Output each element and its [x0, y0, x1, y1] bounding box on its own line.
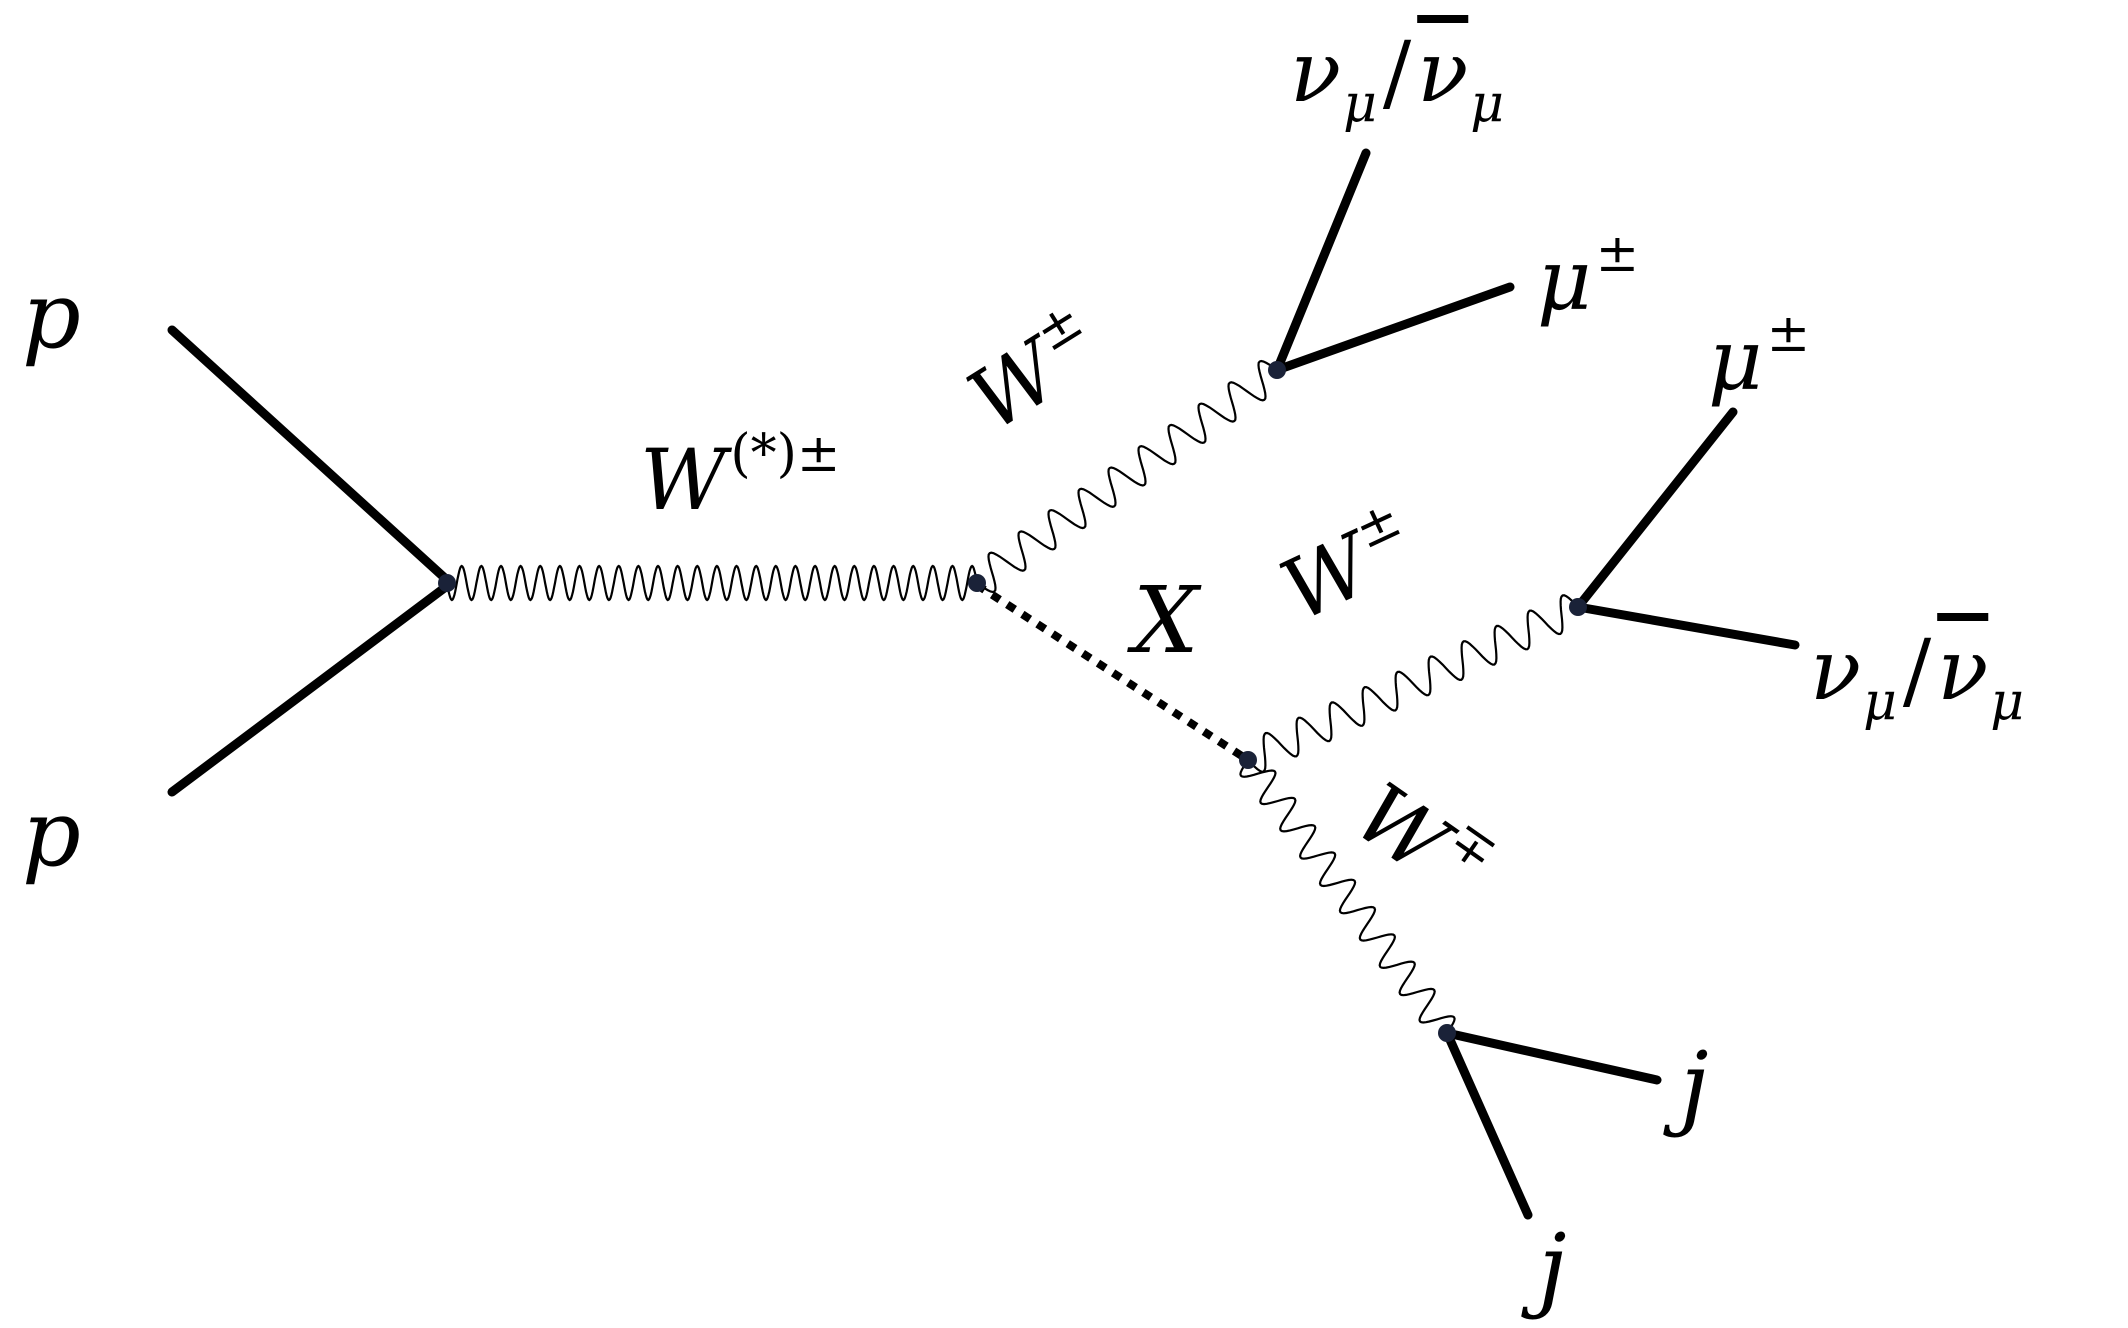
neutrino-label-upper: νμ/νμ [1290, 23, 1505, 134]
w-upper-propagator [976, 359, 1278, 594]
jet-label-1: j [1680, 1032, 1709, 1139]
neutrino-line-upper [1272, 148, 1371, 375]
vertex-w-lower-decay [1438, 1024, 1456, 1042]
w-lower-propagator [1239, 759, 1456, 1034]
vertex-production [438, 574, 456, 592]
jet-line-1 [1442, 1028, 1662, 1085]
vertex-w-middle-decay [1569, 598, 1587, 616]
vertex-x-decay [1239, 751, 1257, 769]
w-star-propagator [445, 564, 979, 602]
vertex-w-upper-decay [1268, 361, 1286, 379]
muon-label-upper: μ± [1537, 224, 1640, 329]
neutrino-line-right [1573, 602, 1800, 650]
proton-line-top [167, 325, 452, 585]
jet-line-2 [1442, 1028, 1533, 1220]
muon-label-right: μ± [1708, 304, 1811, 409]
muon-line-upper [1272, 282, 1515, 375]
proton-label-top: p [22, 262, 81, 369]
jet-label-2: j [1538, 1214, 1567, 1321]
neutrino-label-right: νμ/νμ [1810, 621, 2025, 732]
x-label: X [1133, 567, 1199, 674]
x-scalar-line [974, 581, 1251, 764]
proton-line-bottom [167, 581, 452, 797]
muon-line-right [1573, 407, 1738, 612]
proton-label-bottom: p [22, 780, 81, 887]
w-middle-propagator [1247, 594, 1579, 773]
w-star-label: W(*)± [640, 424, 841, 529]
vertex-w-star-decay [968, 574, 986, 592]
